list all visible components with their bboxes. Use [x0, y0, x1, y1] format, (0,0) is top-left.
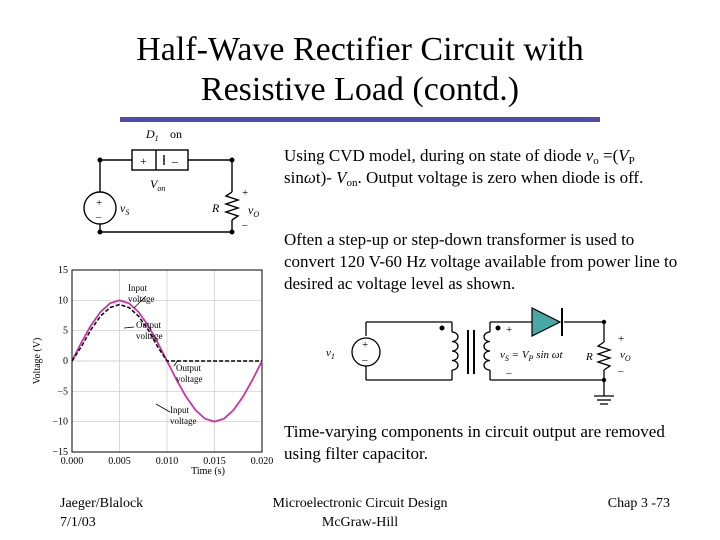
diode-state-label: on: [170, 127, 182, 141]
y-tick-label: 5: [63, 326, 68, 337]
title-line-1: Half-Wave Rectifier Circuit with: [136, 31, 584, 68]
annotation-arrow: [173, 359, 179, 367]
chart-annotation: voltage: [128, 294, 155, 304]
chart-series: [71, 299, 263, 423]
y-tick-label: 10: [58, 295, 68, 306]
v1-minus: –: [361, 354, 368, 366]
resistor-label: R: [585, 351, 593, 363]
x-tick-label: 0.015: [203, 456, 226, 467]
title-divider: [120, 117, 600, 122]
v1-plus: +: [362, 339, 368, 351]
output-plus: +: [618, 333, 624, 345]
vs-minus: –: [505, 367, 512, 379]
output-minus: –: [241, 219, 248, 231]
vs-equation: vS = VP sin ωt: [500, 349, 564, 363]
chart-annotation: Input: [170, 405, 189, 415]
diode-icon: [531, 307, 562, 337]
chart-annotation: voltage: [170, 416, 197, 426]
x-tick-label: 0.000: [61, 456, 84, 467]
chart-ticks: 15 10 5 0 −5 −10 −150.000 0.005 0.010 0.015 0.020: [52, 265, 273, 467]
output-plus: +: [242, 187, 248, 199]
cvd-paragraph: Using CVD model, during on state of diod…: [284, 146, 644, 189]
diode-label: D1: [145, 127, 159, 143]
footer-page-number: Chap 3 -73: [607, 496, 670, 511]
footer-author: Jaeger/Blalock 7/1/03: [60, 496, 144, 530]
source-minus: –: [95, 211, 102, 223]
series-line-output: [71, 303, 262, 362]
filter-paragraph: Time-varying components in circuit outpu…: [284, 422, 665, 463]
x-tick-label: 0.010: [156, 456, 179, 467]
chart-annotation: voltage: [136, 331, 163, 341]
y-tick-label: 15: [58, 265, 68, 276]
vs-plus: +: [506, 324, 512, 336]
half-wave-cvd-circuit: D1 on + – Von + – vS R + vO –: [83, 127, 259, 235]
source-plus: +: [96, 197, 102, 209]
y-tick-label: 0: [63, 356, 68, 367]
y-tick-label: −5: [57, 386, 68, 397]
cvd-plus: +: [140, 154, 147, 168]
annotation-arrow: [133, 295, 147, 309]
x-axis-label: Time (s): [191, 466, 225, 477]
chart-annotation: Output: [136, 320, 162, 330]
chart-annotation: voltage: [176, 374, 203, 384]
transformer-paragraph: Often a step-up or step-down transformer…: [284, 230, 678, 293]
output-label: vO: [620, 349, 631, 363]
y-axis-label: Voltage (V): [32, 338, 43, 385]
slide-title: Half-Wave Rectifier Circuit with Resisti…: [40, 30, 680, 110]
von-label: Von: [150, 177, 165, 193]
chart-annotation: Output: [176, 363, 202, 373]
output-label: vO: [248, 203, 259, 219]
y-tick-label: −10: [52, 417, 68, 428]
source-label: vS: [120, 201, 129, 217]
y-tick-label: −15: [52, 447, 68, 458]
x-tick-label: 0.020: [251, 456, 274, 467]
output-minus: –: [617, 365, 624, 377]
annotation-arrow: [123, 326, 135, 329]
x-tick-label: 0.005: [108, 456, 131, 467]
title-line-2: Resistive Load (contd.): [200, 71, 520, 108]
chart-annotation: Input: [128, 283, 147, 293]
v1-label: v1: [326, 347, 335, 361]
resistor-label: R: [211, 201, 220, 215]
annotation-arrow: [155, 403, 171, 413]
transformer-rectifier-circuit: + – v1 + – vS = VP sin ωt R + vO –: [326, 307, 631, 405]
cvd-minus: –: [171, 154, 179, 168]
footer-course: Microelectronic Circuit Design McGraw-Hi…: [272, 496, 448, 530]
